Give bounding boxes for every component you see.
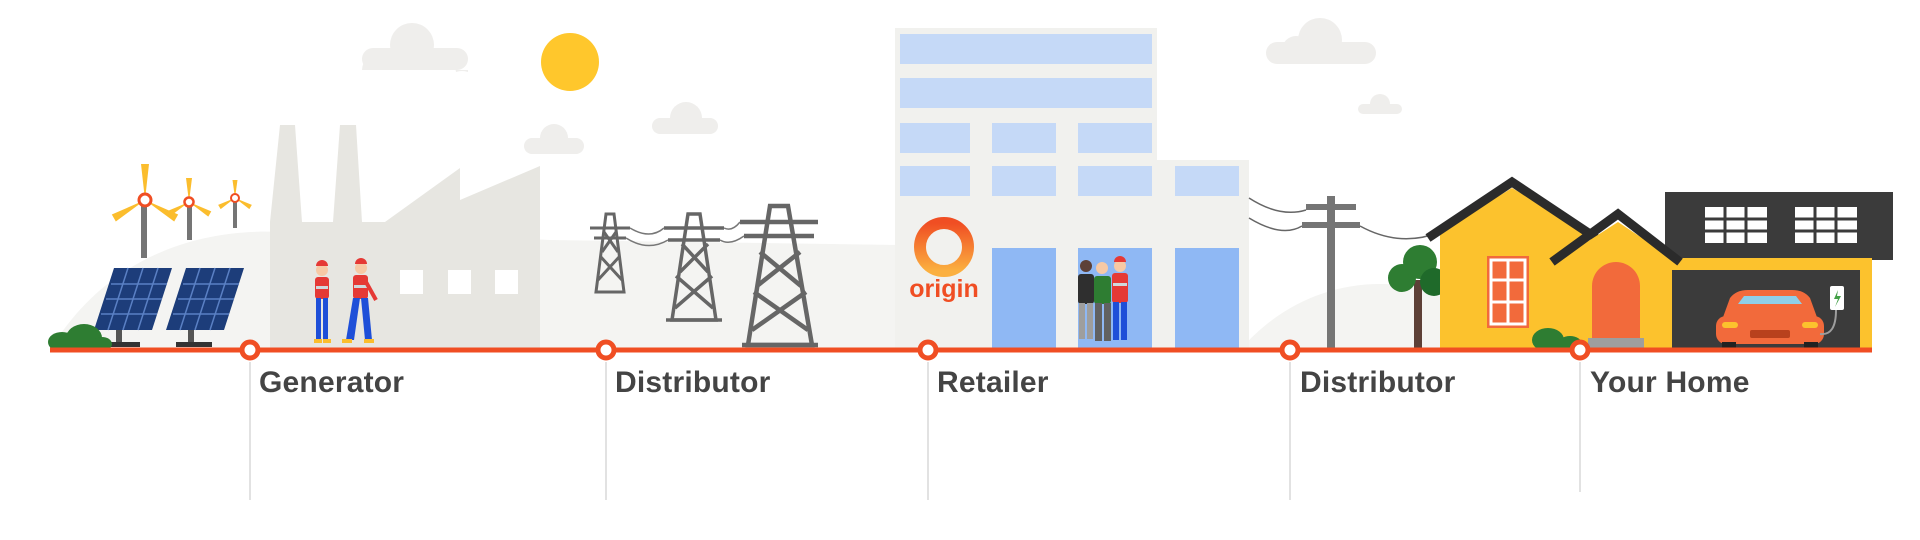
- power-line-icon: [625, 221, 745, 247]
- stage-label-distributor: Distributor: [615, 366, 771, 399]
- stage-label-generator: Generator: [259, 366, 405, 399]
- cloud-icon: [1358, 94, 1402, 114]
- cloud-icon: [362, 23, 468, 72]
- stage-label-your-home: Your Home: [1590, 366, 1750, 399]
- wind-turbine-icon: [218, 180, 252, 228]
- worker-icon: [314, 260, 331, 343]
- staff-icon: [1112, 256, 1128, 340]
- stage-label-retailer: Retailer: [937, 366, 1049, 399]
- cloud-icon: [1266, 18, 1376, 64]
- transmission-tower-icon: [590, 212, 630, 294]
- staff-icon: [1078, 260, 1094, 339]
- worker-icon: [342, 258, 378, 343]
- wind-turbine-icon: [166, 178, 212, 240]
- solar-panel-icon: [94, 267, 172, 347]
- bush-icon: [48, 324, 112, 352]
- cloud-icon: [652, 102, 718, 134]
- brand-logo: origin: [909, 217, 979, 303]
- timeline-marker: [595, 339, 617, 361]
- transmission-tower-icon: [740, 203, 818, 348]
- transmission-tower-icon: [664, 212, 724, 322]
- factory-icon: [270, 125, 540, 350]
- sun-icon: [541, 33, 599, 91]
- timeline-markers: [239, 339, 1591, 361]
- cloud-icon: [524, 124, 584, 154]
- timeline-marker: [917, 339, 939, 361]
- brand-logo-mark: [914, 217, 974, 277]
- timeline-marker: [1569, 339, 1591, 361]
- timeline-marker: [1279, 339, 1301, 361]
- solar-panel-icon: [166, 267, 244, 347]
- office-building-icon: [895, 28, 1249, 350]
- timeline: [50, 339, 1872, 500]
- car-icon: [1716, 290, 1824, 350]
- brand-logo-text: origin: [909, 275, 978, 303]
- staff-icon: [1094, 262, 1111, 341]
- timeline-dividers: [249, 362, 1581, 500]
- stage-label-distributor: Distributor: [1300, 366, 1456, 399]
- timeline-marker: [239, 339, 261, 361]
- ev-charger-icon: [1819, 286, 1844, 336]
